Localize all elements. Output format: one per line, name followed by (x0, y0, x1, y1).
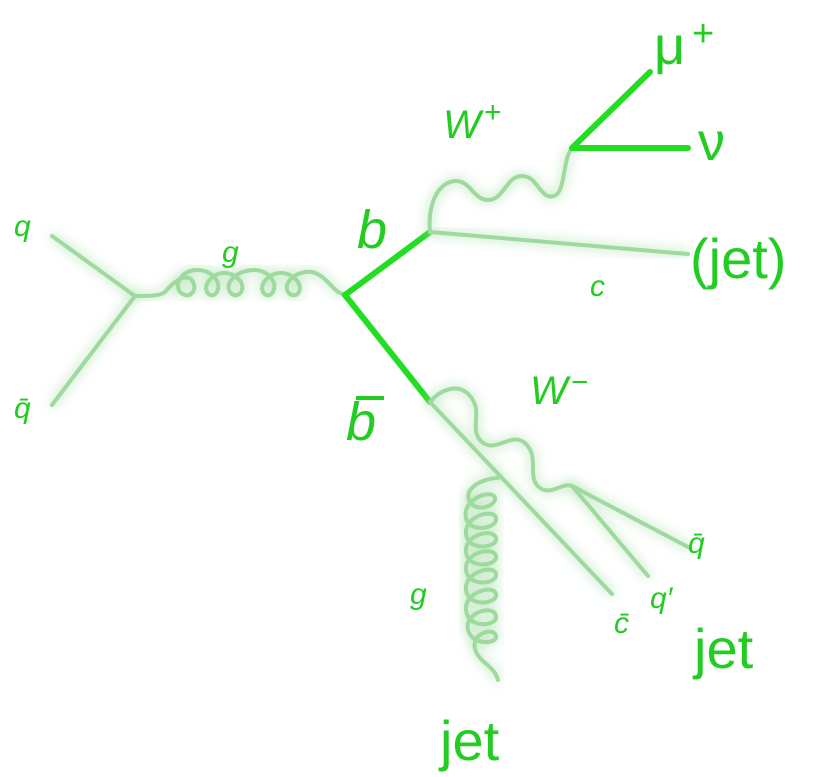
b-quark-line (342, 229, 433, 298)
label-b: b (357, 200, 387, 260)
label-w-minus-sup: − (571, 366, 589, 399)
qbar-out-line (570, 484, 692, 550)
gluon-propagator (133, 268, 347, 298)
label-w-plus: W (443, 103, 484, 147)
incoming-antiquark-line (50, 294, 137, 407)
label-c: c (590, 270, 605, 303)
label-q-in: q (14, 210, 31, 243)
qprime-out-line (570, 484, 650, 578)
label-mu-plus-sup: + (692, 13, 714, 55)
label-nu: ν (698, 112, 725, 172)
w-minus-boson (428, 386, 574, 493)
bbar-quark-line (342, 292, 433, 405)
w-plus-boson (427, 146, 574, 234)
label-mu-plus: μ (654, 16, 685, 76)
label-bbar: b (346, 392, 376, 452)
radiated-gluon (463, 476, 500, 682)
incoming-quark-line (50, 234, 137, 298)
label-w-plus-sup: + (484, 96, 502, 129)
label-w-minus: W (530, 369, 571, 413)
label-jet-bottom: jet (438, 709, 500, 772)
cbar-quark-line (428, 400, 614, 596)
label-gluon-radiated: g (410, 578, 427, 611)
label-qbar-in: q̄ (14, 392, 31, 425)
label-jet-right: jet (692, 617, 754, 680)
label-gluon: g (222, 236, 239, 269)
c-quark-line (428, 230, 690, 256)
muon-line (569, 69, 653, 151)
label-jet-paren: (jet) (690, 227, 786, 290)
label-cbar: c̄ (614, 607, 630, 640)
label-qbar-out: q̄ (688, 527, 705, 560)
label-qprime: q′ (650, 582, 674, 615)
